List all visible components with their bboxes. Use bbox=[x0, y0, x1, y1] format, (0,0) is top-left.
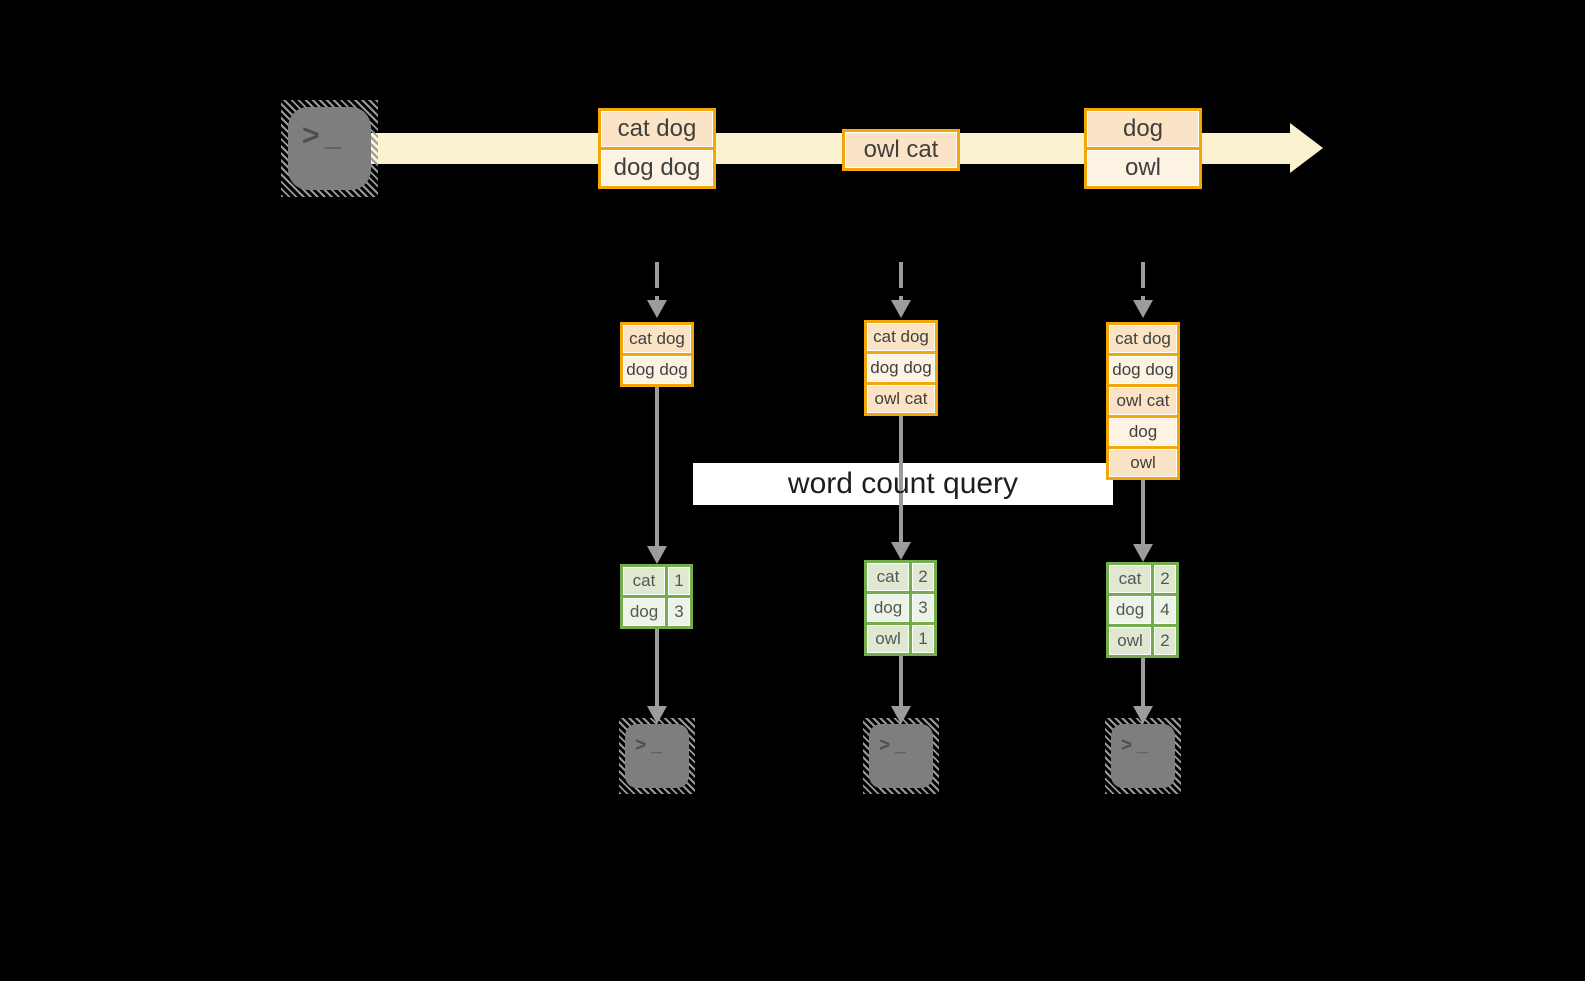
ingest-arrow-1-head-icon bbox=[647, 300, 667, 318]
record-row: dog dog bbox=[623, 356, 691, 384]
word-count-table-1: cat 1 dog 3 bbox=[620, 564, 693, 629]
count-cell: 2 bbox=[1154, 627, 1176, 655]
record-row: owl cat bbox=[867, 385, 935, 413]
count-cell: 3 bbox=[668, 598, 690, 626]
query-arrow-3-head-icon bbox=[1133, 544, 1153, 562]
consumer-terminal-icon-1: > _ bbox=[619, 718, 695, 794]
table-row: cat 2 bbox=[867, 563, 934, 591]
word-count-table-2: cat 2 dog 3 owl 1 bbox=[864, 560, 937, 656]
stream-event-row: cat dog bbox=[601, 111, 713, 147]
query-arrow-3 bbox=[1141, 480, 1145, 544]
consumer-terminal-icon-3: > _ bbox=[1105, 718, 1181, 794]
word-cell: dog bbox=[1109, 596, 1151, 624]
producer-terminal-icon: > _ bbox=[281, 100, 378, 197]
output-arrow-3 bbox=[1141, 658, 1145, 706]
table-row: cat 1 bbox=[623, 567, 690, 595]
query-label-box bbox=[693, 463, 1113, 505]
word-cell: owl bbox=[867, 625, 909, 653]
prompt-chevron-icon: > bbox=[302, 119, 320, 152]
record-row: owl bbox=[1109, 449, 1177, 477]
query-arrow-1 bbox=[655, 387, 659, 546]
output-arrow-2 bbox=[899, 656, 903, 706]
word-cell: cat bbox=[623, 567, 665, 595]
record-state-1: cat dog dog dog bbox=[620, 322, 694, 387]
record-row: dog dog bbox=[1109, 356, 1177, 384]
stream-event-1: cat dog dog dog bbox=[598, 108, 716, 189]
count-cell: 2 bbox=[912, 563, 934, 591]
table-row: dog 3 bbox=[623, 598, 690, 626]
terminal-screen: > _ bbox=[1111, 724, 1175, 788]
count-cell: 4 bbox=[1154, 596, 1176, 624]
record-row: dog dog bbox=[867, 354, 935, 382]
count-cell: 1 bbox=[668, 567, 690, 595]
prompt-underscore-icon: _ bbox=[895, 735, 906, 756]
query-arrow-1-head-icon bbox=[647, 546, 667, 564]
count-cell: 3 bbox=[912, 594, 934, 622]
prompt-chevron-icon: > bbox=[1121, 735, 1133, 756]
table-row: dog 4 bbox=[1109, 596, 1176, 624]
prompt-underscore-icon: _ bbox=[651, 735, 662, 756]
query-arrow-2-head-icon bbox=[891, 542, 911, 560]
query-arrow-2 bbox=[899, 416, 903, 542]
stream-event-row: dog dog bbox=[601, 150, 713, 186]
stream-event-2: owl cat bbox=[842, 129, 960, 171]
stream-arrow-head-icon bbox=[1290, 123, 1323, 173]
ingest-arrow-2 bbox=[899, 262, 903, 300]
prompt-chevron-icon: > bbox=[879, 735, 891, 756]
prompt-underscore-icon: _ bbox=[324, 119, 342, 152]
record-row: cat dog bbox=[1109, 325, 1177, 353]
record-row: owl cat bbox=[1109, 387, 1177, 415]
table-row: dog 3 bbox=[867, 594, 934, 622]
table-row: owl 1 bbox=[867, 625, 934, 653]
stream-event-row: dog bbox=[1087, 111, 1199, 147]
stream-event-row: owl cat bbox=[845, 132, 957, 168]
ingest-arrow-3 bbox=[1141, 262, 1145, 300]
query-label: word count query bbox=[787, 467, 1019, 500]
record-row: cat dog bbox=[867, 323, 935, 351]
stream-event-3: dog owl bbox=[1084, 108, 1202, 189]
ingest-arrow-2-head-icon bbox=[891, 300, 911, 318]
record-row: cat dog bbox=[623, 325, 691, 353]
prompt-chevron-icon: > bbox=[635, 735, 647, 756]
table-row: owl 2 bbox=[1109, 627, 1176, 655]
ingest-arrow-1 bbox=[655, 262, 659, 300]
consumer-terminal-icon-2: > _ bbox=[863, 718, 939, 794]
word-cell: dog bbox=[623, 598, 665, 626]
word-cell: dog bbox=[867, 594, 909, 622]
table-row: cat 2 bbox=[1109, 565, 1176, 593]
word-count-table-3: cat 2 dog 4 owl 2 bbox=[1106, 562, 1179, 658]
stream-event-row: owl bbox=[1087, 150, 1199, 186]
prompt-underscore-icon: _ bbox=[1137, 735, 1148, 756]
terminal-screen: > _ bbox=[625, 724, 689, 788]
output-arrow-1 bbox=[655, 629, 659, 706]
terminal-screen: > _ bbox=[869, 724, 933, 788]
ingest-arrow-3-head-icon bbox=[1133, 300, 1153, 318]
word-cell: owl bbox=[1109, 627, 1151, 655]
terminal-screen: > _ bbox=[288, 107, 371, 190]
word-cell: cat bbox=[1109, 565, 1151, 593]
word-cell: cat bbox=[867, 563, 909, 591]
record-state-2: cat dog dog dog owl cat bbox=[864, 320, 938, 416]
record-state-3: cat dog dog dog owl cat dog owl bbox=[1106, 322, 1180, 480]
count-cell: 1 bbox=[912, 625, 934, 653]
record-row: dog bbox=[1109, 418, 1177, 446]
count-cell: 2 bbox=[1154, 565, 1176, 593]
